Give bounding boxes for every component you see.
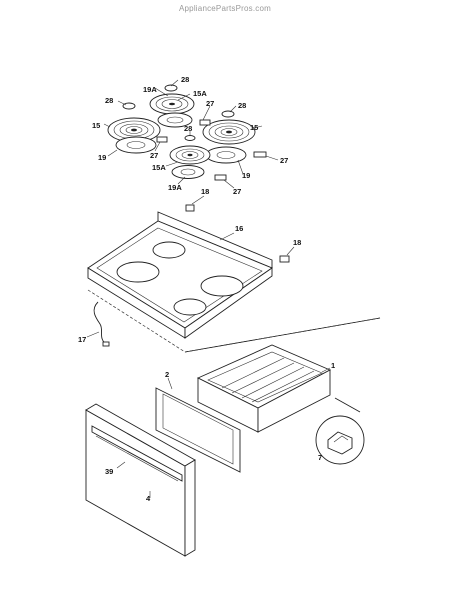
callout-27-back: 27 <box>206 99 214 108</box>
callout-15-right: 15 <box>250 123 258 132</box>
callout-27-left: 27 <box>150 151 158 160</box>
cooktop-hinge-right[interactable] <box>279 255 290 263</box>
callout-15A-front: 15A <box>152 163 166 172</box>
callout-28-right: 28 <box>238 101 246 110</box>
drawer-guide-detail[interactable] <box>315 415 365 465</box>
callout-28-front: 28 <box>184 124 192 133</box>
callout-19-left: 19 <box>98 153 106 162</box>
callout-27-right: 27 <box>280 156 288 165</box>
drip-bowl-left[interactable] <box>115 136 157 154</box>
callout-39: 39 <box>105 467 113 476</box>
trim-ring-back[interactable] <box>164 84 178 92</box>
callout-28-left: 28 <box>105 96 113 105</box>
trim-ring-left[interactable] <box>122 102 136 110</box>
drip-bowl-back-left[interactable] <box>157 112 193 128</box>
callout-16: 16 <box>235 224 243 233</box>
callout-28-back: 28 <box>181 75 189 84</box>
surface-element-front-center[interactable] <box>169 145 211 165</box>
callout-17: 17 <box>78 335 86 344</box>
cooktop-hinge-left[interactable] <box>185 204 195 212</box>
callout-19A-front: 19A <box>168 183 182 192</box>
drawer-front-panel[interactable] <box>85 403 196 557</box>
trim-ring-front[interactable] <box>184 135 196 141</box>
drip-bowl-right[interactable] <box>205 146 247 164</box>
callout-labels: 28 19A 15A 28 27 28 15 15 28 27 19 15A 2… <box>78 75 335 503</box>
callout-15A-back: 15A <box>193 89 207 98</box>
callout-19-right: 19 <box>242 171 250 180</box>
watermark: AppliancePartsPros.com <box>179 4 271 13</box>
callout-19A-back: 19A <box>143 85 157 94</box>
callout-27-front: 27 <box>233 187 241 196</box>
callout-18-right: 18 <box>293 238 301 247</box>
callout-15-left: 15 <box>92 121 100 130</box>
callout-1: 1 <box>331 361 335 370</box>
leader-lines-top <box>103 79 279 189</box>
drip-bowl-front[interactable] <box>171 165 205 179</box>
surface-element-top-right[interactable] <box>202 119 256 145</box>
callout-4: 4 <box>146 494 151 503</box>
wire-harness[interactable] <box>93 301 110 347</box>
callout-7: 7 <box>318 453 322 462</box>
trim-ring-right[interactable] <box>221 110 235 118</box>
callout-2: 2 <box>165 370 169 379</box>
cooktop-main-top[interactable] <box>87 211 273 339</box>
surface-element-top-center[interactable] <box>149 93 195 115</box>
callout-18-left: 18 <box>201 187 209 196</box>
drawer-liner-panel[interactable] <box>155 387 241 473</box>
receptacle-block[interactable] <box>156 119 267 181</box>
storage-drawer-box[interactable] <box>196 344 332 433</box>
